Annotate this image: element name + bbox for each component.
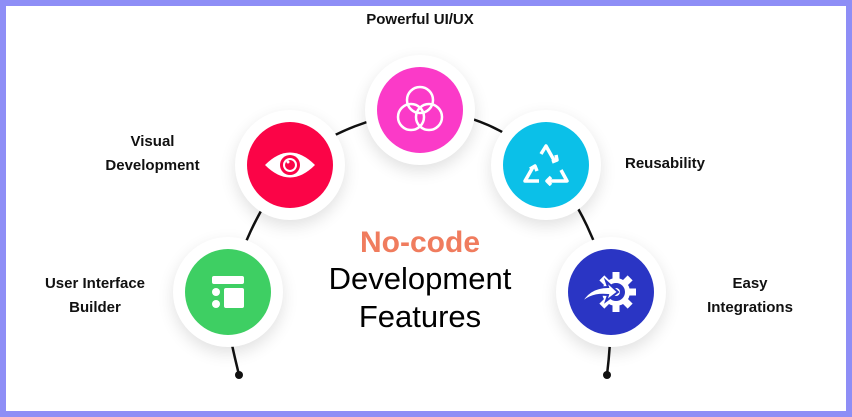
feature-node-powerful-uiux [365, 55, 475, 165]
eye-icon [247, 122, 333, 208]
feature-node-reusability [491, 110, 601, 220]
arc-endpoint-left [235, 371, 243, 379]
layout-icon [185, 249, 271, 335]
arc-endpoint-right [603, 371, 611, 379]
gear-arrow-icon [568, 249, 654, 335]
feature-node-easy-integrations [556, 237, 666, 347]
label-powerful-uiux: Powerful UI/UX [366, 11, 474, 28]
feature-node-ui-builder [173, 237, 283, 347]
title-highlight: No-code [360, 226, 480, 259]
recycle-icon [503, 122, 589, 208]
feature-node-visual-development [235, 110, 345, 220]
label-reusability: Reusability [624, 155, 706, 172]
title-line-2: Development [328, 261, 512, 296]
title-line-3: Features [358, 299, 482, 334]
diagram-title: No-code Development Features [300, 226, 540, 336]
venn-circles-icon [377, 67, 463, 153]
